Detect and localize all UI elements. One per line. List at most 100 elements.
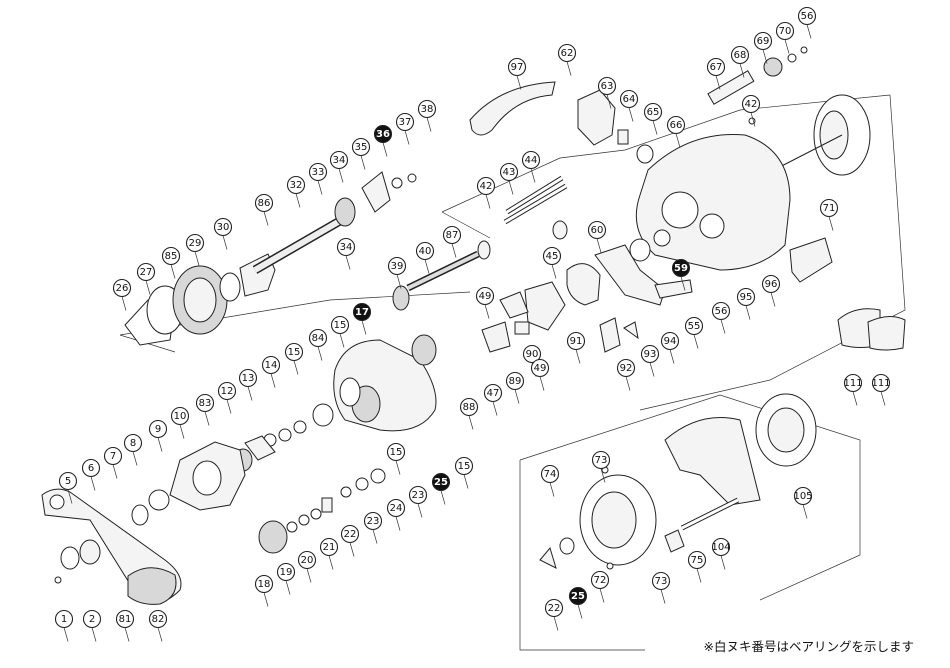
callout-circle xyxy=(476,176,496,196)
callout-circle xyxy=(590,570,610,590)
leader-line xyxy=(426,117,432,132)
leader-line xyxy=(514,389,520,404)
callout-number: 20 xyxy=(301,555,314,566)
callout-circle xyxy=(730,45,750,65)
leader-line xyxy=(784,39,790,54)
leader-line xyxy=(157,627,163,642)
callout-60: 60 xyxy=(587,220,607,253)
callout-97: 97 xyxy=(507,57,527,90)
callout-21: 21 xyxy=(319,537,339,570)
callout-number: 18 xyxy=(258,579,271,590)
callout-number: 22 xyxy=(548,603,561,614)
callout-circle xyxy=(616,358,636,378)
leader-line xyxy=(222,235,228,250)
callout-circle xyxy=(340,524,360,544)
callout-111: 111 xyxy=(871,373,891,406)
callout-number: 71 xyxy=(823,203,836,214)
leader-line xyxy=(295,193,301,208)
callout-93: 93 xyxy=(640,344,660,377)
callout-circle xyxy=(115,609,135,629)
callout-circle xyxy=(330,315,350,335)
callout-circle xyxy=(483,383,503,403)
callout-number: 68 xyxy=(734,50,747,61)
callout-number: 6 xyxy=(88,463,94,474)
leader-line xyxy=(360,155,366,170)
brake-parts xyxy=(837,308,906,351)
leader-line xyxy=(194,251,200,266)
callout-number: 111 xyxy=(843,378,862,389)
callout-number: 27 xyxy=(140,267,153,278)
callout-circle xyxy=(319,537,339,557)
callout-39: 39 xyxy=(387,256,407,289)
callout-circle xyxy=(711,301,731,321)
callout-number: 34 xyxy=(333,155,346,166)
callout-circle xyxy=(261,355,281,375)
callout-49: 49 xyxy=(475,286,495,319)
callout-number: 91 xyxy=(570,336,583,347)
callout-25: 25 xyxy=(431,472,451,505)
leader-line xyxy=(204,411,210,426)
callout-circle xyxy=(753,31,773,51)
leader-line xyxy=(468,415,474,430)
leader-line xyxy=(395,516,401,531)
callout-17: 17 xyxy=(352,302,372,335)
callout-number: 19 xyxy=(280,567,293,578)
levelwind-parts xyxy=(469,81,654,240)
callout-number: 10 xyxy=(174,411,187,422)
leader-line xyxy=(551,264,557,279)
callout-2: 2 xyxy=(82,609,102,642)
callout-circle xyxy=(761,274,781,294)
callout-number: 105 xyxy=(793,491,812,502)
callout-number: 15 xyxy=(334,320,347,331)
callout-circle xyxy=(123,433,143,453)
callout-10: 10 xyxy=(170,406,190,439)
callout-circle xyxy=(148,419,168,439)
callout-91: 91 xyxy=(566,331,586,364)
leader-line xyxy=(404,130,410,145)
callout-8: 8 xyxy=(123,433,143,466)
callout-number: 56 xyxy=(801,11,814,22)
callout-number: 15 xyxy=(288,347,301,358)
bearing-footnote: ※白ヌキ番号はベアリングを示します xyxy=(703,639,914,654)
leader-line xyxy=(669,349,675,364)
clutch-parts xyxy=(481,238,693,353)
callout-72: 72 xyxy=(590,570,610,603)
callout-circle xyxy=(684,316,704,336)
callout-47: 47 xyxy=(483,383,503,416)
callout-circle xyxy=(711,537,731,557)
callout-circle xyxy=(591,450,611,470)
leader-line xyxy=(720,555,726,570)
callout-number: 36 xyxy=(376,129,390,140)
callout-73: 73 xyxy=(651,571,671,604)
callout-35: 35 xyxy=(351,137,371,170)
leader-line xyxy=(715,75,721,90)
callout-number: 45 xyxy=(546,251,559,262)
callout-number: 72 xyxy=(594,575,607,586)
leader-line xyxy=(417,503,423,518)
callout-number: 21 xyxy=(323,542,336,553)
leader-line xyxy=(121,296,127,311)
callout-number: 65 xyxy=(647,107,660,118)
callout-15: 15 xyxy=(284,342,304,375)
callout-7: 7 xyxy=(103,446,123,479)
callout-circle xyxy=(797,6,817,26)
callout-6: 6 xyxy=(81,458,101,491)
callout-40: 40 xyxy=(415,241,435,274)
callout-circle xyxy=(254,574,274,594)
leader-line xyxy=(226,399,232,414)
callout-circle xyxy=(415,241,435,261)
callout-number: 66 xyxy=(670,120,683,131)
callout-59: 59 xyxy=(671,258,691,291)
callout-circle xyxy=(666,115,686,135)
callout-55: 55 xyxy=(684,316,704,349)
leader-line xyxy=(628,107,634,122)
callout-circle xyxy=(148,609,168,629)
leader-line xyxy=(339,333,345,348)
callout-layer: 5670696867629763646566423837363534333244… xyxy=(54,6,891,642)
leader-line xyxy=(492,401,498,416)
callout-circle xyxy=(660,331,680,351)
callout-circle xyxy=(587,220,607,240)
callout-circle xyxy=(619,89,639,109)
callout-22: 22 xyxy=(340,524,360,557)
callout-circle xyxy=(82,609,102,629)
